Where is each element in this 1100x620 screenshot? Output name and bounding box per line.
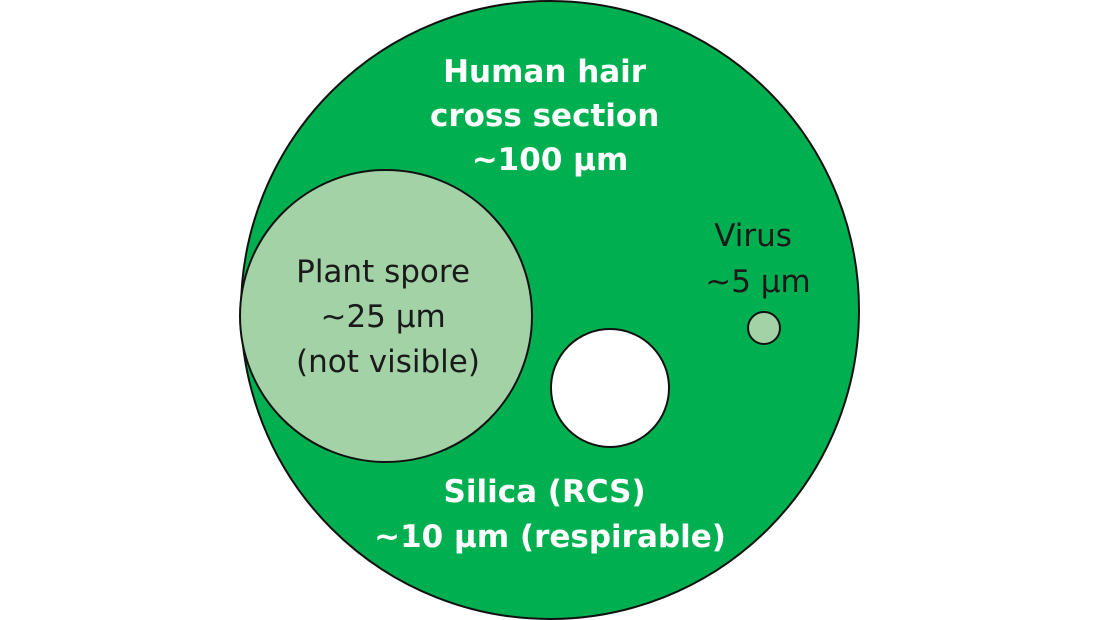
hair-label-line-3: ~100 µm bbox=[472, 142, 629, 178]
hair-label-line-2: cross section bbox=[430, 98, 659, 134]
spore-label-line-2: ~25 µm bbox=[320, 299, 445, 335]
virus-circle bbox=[747, 311, 781, 345]
spore-label-line-3: (not visible) bbox=[296, 344, 480, 380]
spore-label-line-1: Plant spore bbox=[296, 254, 470, 290]
virus-label-line-2: ~5 µm bbox=[705, 264, 810, 300]
silica-label-line-1: Silica (RCS) bbox=[444, 474, 646, 510]
silica-label-line-2: ~10 µm (respirable) bbox=[374, 519, 726, 555]
spore-circle bbox=[239, 169, 533, 463]
virus-label: Virus ~5 µm bbox=[705, 218, 810, 300]
hair-label: Human hair cross section ~100 µm bbox=[430, 54, 670, 178]
silica-circle bbox=[550, 328, 670, 448]
silica-label: Silica (RCS) ~10 µm (respirable) bbox=[374, 474, 726, 555]
virus-label-line-1: Virus bbox=[714, 218, 792, 254]
spore-label: Plant spore ~25 µm (not visible) bbox=[296, 254, 480, 380]
hair-label-line-1: Human hair bbox=[443, 54, 647, 90]
